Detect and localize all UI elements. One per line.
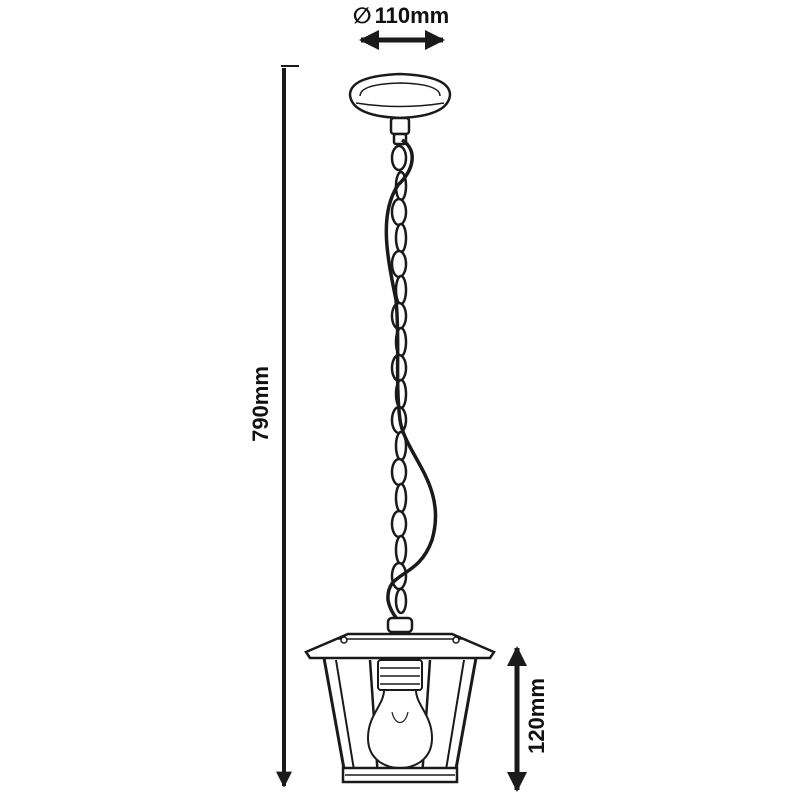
lantern-height-dimension: 120mm <box>507 646 549 792</box>
power-cable <box>384 138 438 627</box>
lantern-height-label: 120mm <box>524 678 549 754</box>
total-height-dimension: 790mm <box>248 65 299 788</box>
lantern <box>304 616 496 784</box>
ceiling-canopy <box>348 72 452 146</box>
chain <box>390 144 408 615</box>
diameter-dimension: ∅110mm <box>353 3 449 50</box>
total-height-label: 790mm <box>248 366 273 442</box>
diameter-label: ∅110mm <box>353 3 449 28</box>
